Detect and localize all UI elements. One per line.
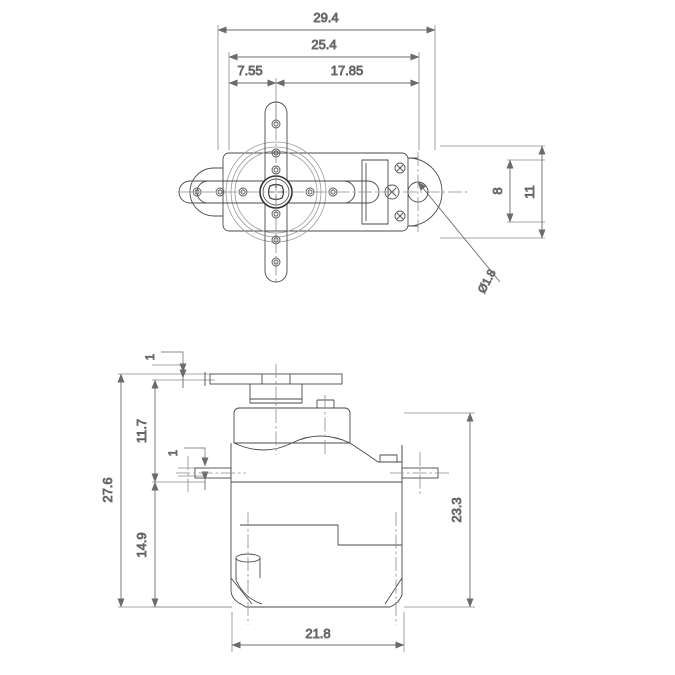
side-view-extension-lines xyxy=(118,364,475,652)
side-view-centerlines xyxy=(176,364,452,625)
servo-horn-cross xyxy=(196,101,356,283)
side-view-horn-bar xyxy=(204,372,343,386)
dimension-flange-thickness-label: 1 xyxy=(168,450,180,456)
dimension-horn-top-to-flange-label: 11.7 xyxy=(134,419,149,443)
side-view-group: 27.6 11.7 14.9 1 xyxy=(100,351,475,652)
dimension-flange-thickness xyxy=(184,447,209,490)
side-view-bottom-cover xyxy=(235,524,402,605)
dimension-body-depth-label: 21.8 xyxy=(305,626,330,641)
dimension-flange-to-bottom-label: 14.9 xyxy=(134,532,149,557)
leader-mount-hole-diameter xyxy=(417,181,501,283)
dimension-body-width-label: 25.4 xyxy=(311,37,336,52)
dimension-mount-hole-diameter-label: Ø1.8 xyxy=(476,268,498,296)
dimension-horn-left-label: 7.55 xyxy=(237,63,262,78)
dimension-horn-thickness-label: 1 xyxy=(145,354,157,360)
servo-horn-right-arm xyxy=(344,180,380,204)
dimension-body-height-label: 23.3 xyxy=(449,497,464,522)
side-view-upper-case xyxy=(233,407,351,451)
side-view-shoulder-boss xyxy=(379,454,398,463)
side-view-cover-post xyxy=(316,399,335,408)
top-view-group: 29.4 25.4 7.55 17.85 8 xyxy=(178,10,546,296)
side-view-bottom-chamfers xyxy=(230,577,403,605)
dimension-overall-width-label: 29.4 xyxy=(313,10,338,25)
top-view-centerlines xyxy=(178,104,470,284)
dimension-overall-height-label: 27.6 xyxy=(100,477,115,502)
dimension-mount-tab-height-label: 11 xyxy=(522,185,537,199)
dimension-horn-right-label: 17.85 xyxy=(331,63,364,78)
dimension-mount-hole-spacing-label: 8 xyxy=(490,187,505,194)
dimension-horn-thickness xyxy=(161,351,187,388)
